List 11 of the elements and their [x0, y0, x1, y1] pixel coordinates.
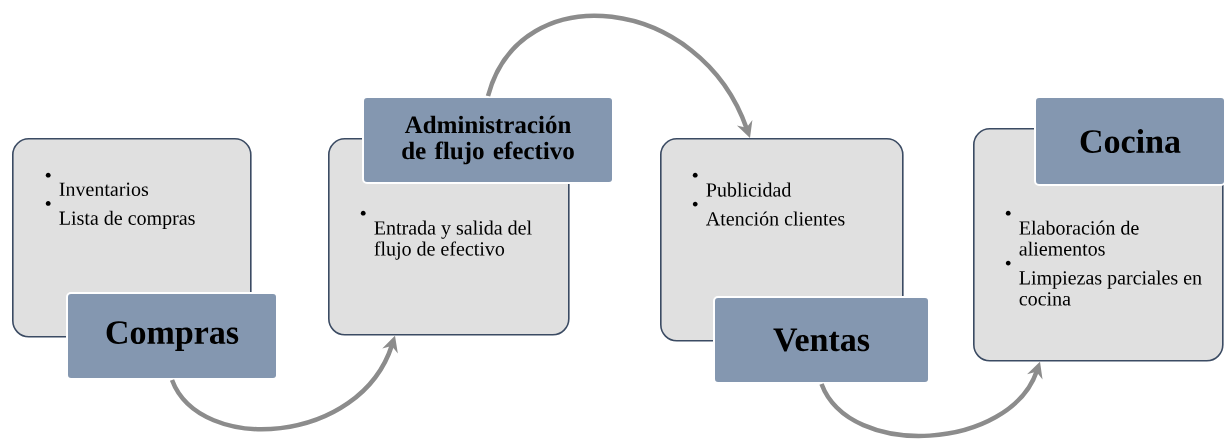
title-box: Ventas: [713, 296, 930, 384]
bullet-item: Inventarios: [45, 172, 149, 197]
bullet-item: Atención clientes: [692, 201, 845, 226]
title-box: Compras: [66, 292, 278, 380]
bullet-item: Limpiezas parciales en cocina: [1005, 260, 1202, 306]
bullet-item: Publicidad: [692, 172, 792, 197]
bullet-item: Entrada y salida del flujo de efectivo: [360, 210, 532, 260]
bullet-item: Elaboración de aliementos: [1005, 210, 1139, 256]
title-box: Administración de flujo efectivo: [362, 96, 614, 184]
title-box: Cocina: [1034, 96, 1225, 186]
bullet-item: Lista de compras: [45, 201, 195, 229]
